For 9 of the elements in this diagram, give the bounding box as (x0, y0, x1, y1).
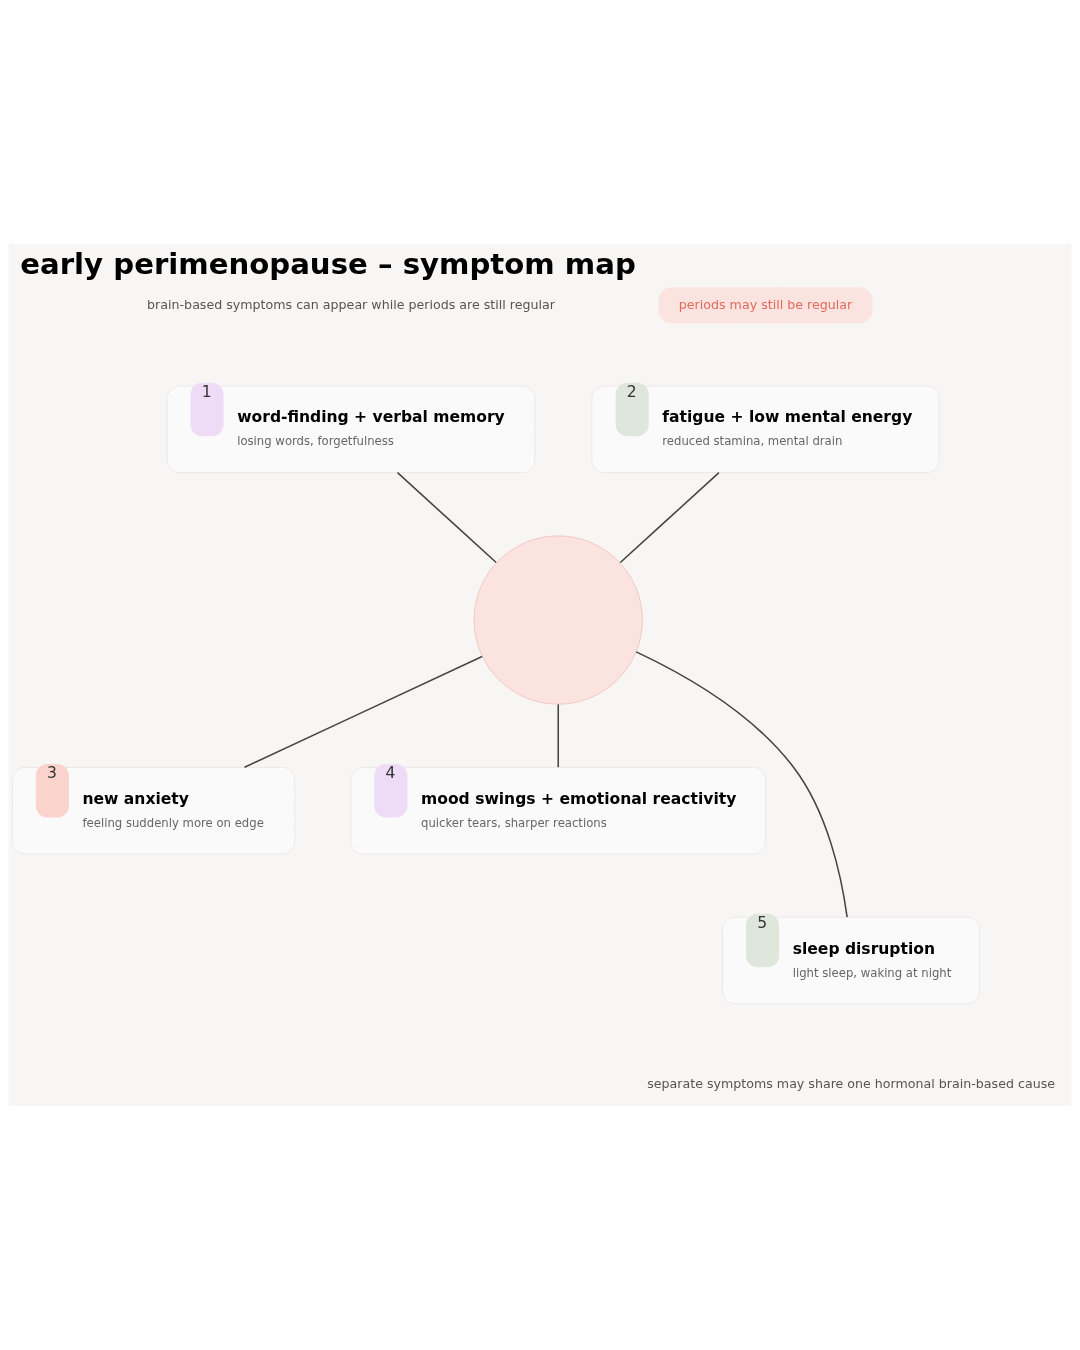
label: brain-based symptoms can appear while periods are still regular (147, 296, 555, 312)
diagram-title: early perimenopause – symptom map (20, 247, 636, 282)
connector (243, 655, 483, 769)
label: separate symptoms may share one hormonal brain-based cause (647, 1075, 1056, 1091)
connector (619, 471, 720, 564)
connector (396, 471, 497, 564)
node-circle (473, 535, 643, 705)
connector (635, 651, 848, 918)
connector (557, 703, 559, 768)
